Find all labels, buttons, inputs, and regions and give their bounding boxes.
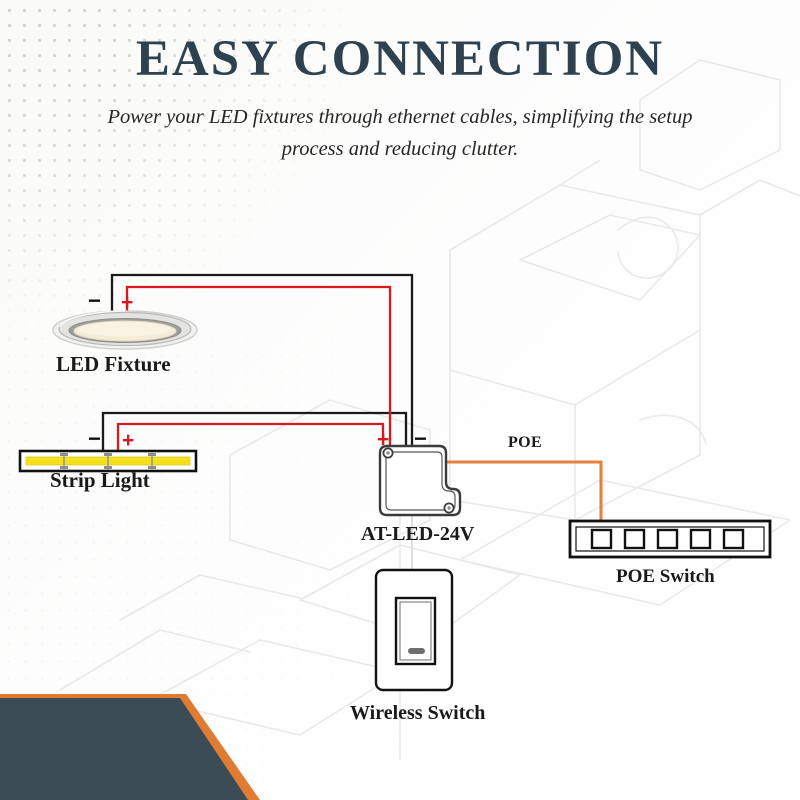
page-title: EASY CONNECTION <box>135 31 665 87</box>
corner-accent-wedge <box>0 694 260 800</box>
strip-light-graphic <box>18 449 198 473</box>
negative-wire-strip-light <box>101 411 408 452</box>
poe-ethernet-cable <box>432 460 603 521</box>
poe-switch-graphic <box>568 519 772 559</box>
negative-wire-led-fixture <box>110 273 414 445</box>
led-driver-graphic <box>378 444 462 517</box>
wedge-fill <box>0 698 248 800</box>
positive-wire-led-fixture <box>125 285 392 445</box>
positive-wire-strip-light <box>116 422 385 452</box>
wireless-switch-graphic <box>374 568 454 692</box>
header: EASY CONNECTION Power your LED fixtures … <box>0 0 800 166</box>
page-subtitle: Power your LED fixtures through ethernet… <box>107 106 693 160</box>
led-fixture-graphic <box>52 310 198 350</box>
